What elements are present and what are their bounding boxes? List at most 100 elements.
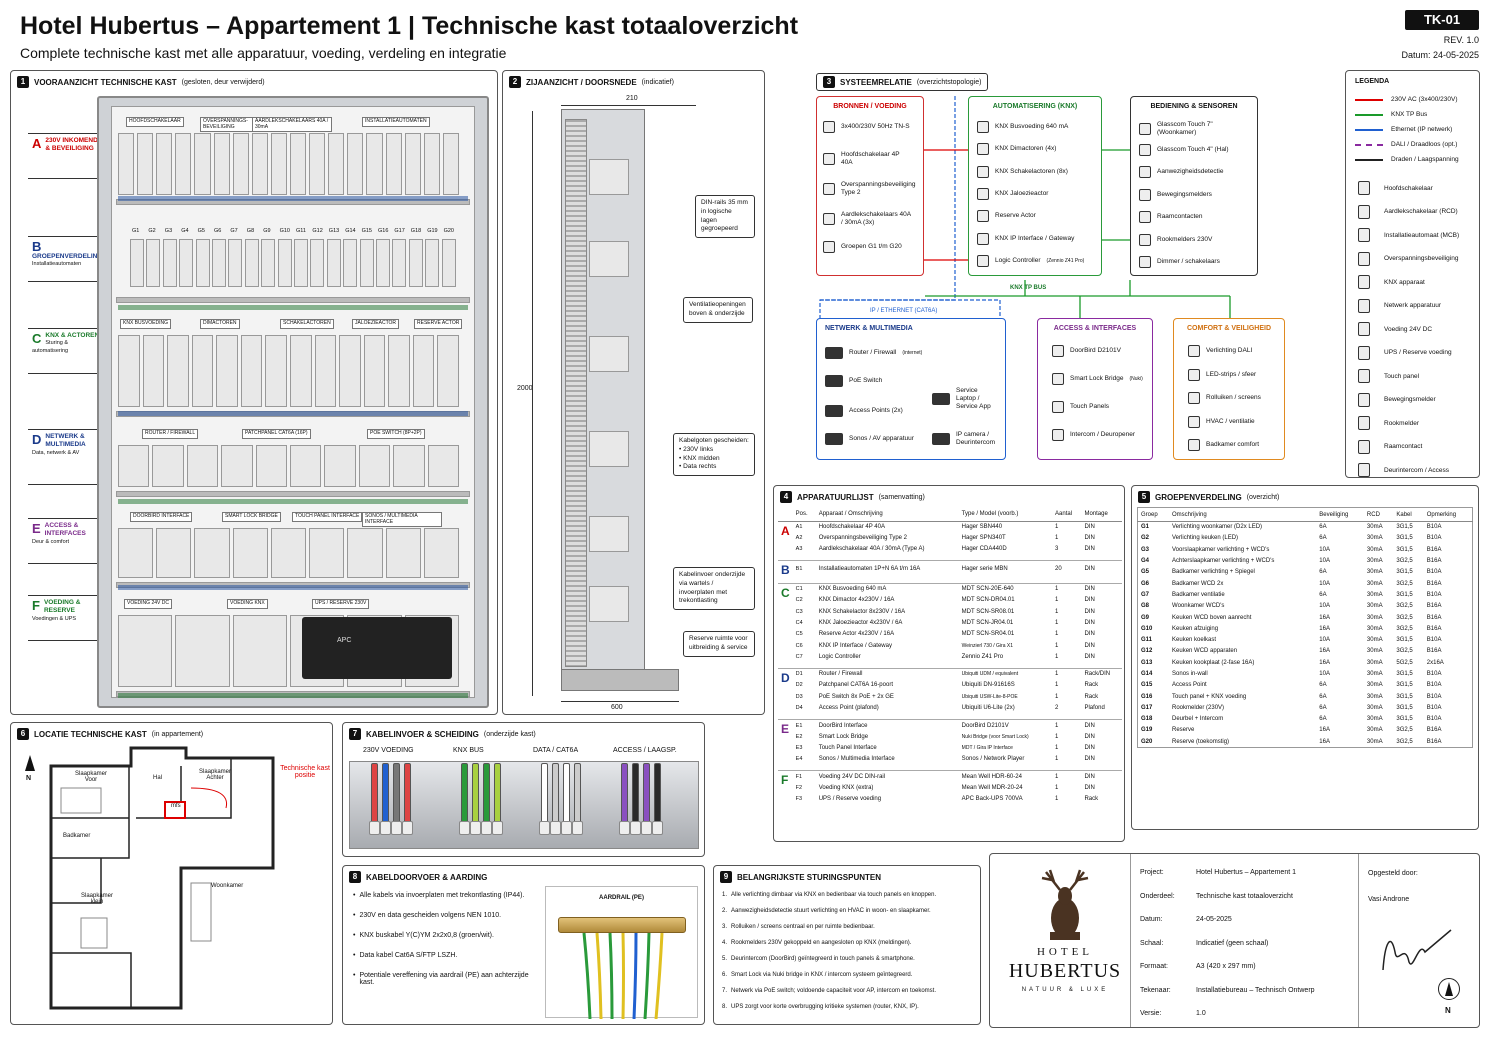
table-cell: G9 xyxy=(1141,614,1150,621)
com-device-icon xyxy=(1188,439,1200,451)
tb-field-label: Versie: xyxy=(1140,1010,1162,1017)
table-cell: 16A xyxy=(1319,614,1330,621)
net-item-label: Router / Firewall xyxy=(849,349,897,357)
legend-line-swatch xyxy=(1355,143,1383,146)
device-module xyxy=(388,335,410,407)
category-subtitle: Data, netwerk & AV xyxy=(32,449,80,456)
author-label: Opgesteld door: xyxy=(1368,870,1418,877)
group-label: G8 xyxy=(246,228,255,234)
table-cell: B10A xyxy=(1426,591,1442,598)
table-cell: 1 xyxy=(1055,722,1059,729)
bed-device-icon xyxy=(1139,233,1151,246)
category-subtitle: Voedingen & UPS xyxy=(32,615,77,622)
table-cell: G1 xyxy=(1141,524,1150,531)
device-module xyxy=(290,335,312,407)
table-cell: 30mA xyxy=(1366,738,1383,745)
legend-icon-item: Touch panel xyxy=(1358,369,1419,383)
cabinet-label: AARDLEKSCHAKELAARS 40A / 30mA xyxy=(252,117,332,132)
tb-field-value: 24-05-2025 xyxy=(1196,916,1232,923)
table-cell: F3 xyxy=(795,796,803,803)
legend-line-swatch xyxy=(1355,113,1383,116)
category-title: 230V INKOMEND & BEVEILIGING xyxy=(45,137,98,153)
group-label: G7 xyxy=(230,228,238,234)
bed-device-icon xyxy=(1139,166,1151,178)
table-cell: Access Point (plafond) xyxy=(818,705,879,711)
table-cell: DIN xyxy=(1084,653,1095,660)
net-item: Access Points (2x) xyxy=(825,405,903,417)
table-cell: Rack xyxy=(1084,796,1099,803)
legend-icon-item: Installatieautomaat (MCB) xyxy=(1358,228,1459,242)
ground-wire xyxy=(654,933,664,1019)
cable xyxy=(472,763,479,823)
group-label: G1 xyxy=(132,228,140,234)
bronnen-device-icon xyxy=(823,182,835,195)
table-cell: 3G1,5 xyxy=(1396,693,1413,700)
table-cell: 30mA xyxy=(1366,682,1383,689)
bed-item-label: Rookmelders 230V xyxy=(1157,235,1213,243)
bullet: • xyxy=(353,932,356,939)
device-module xyxy=(118,528,154,578)
panel-title: GROEPENVERDELING xyxy=(1155,492,1242,502)
legend-icon-item: Overspanningsbeveiliging xyxy=(1358,251,1458,266)
knx-bus-label: KNX TP BUS xyxy=(1010,285,1047,291)
table-cell: G15 xyxy=(1141,682,1153,689)
table-cell: G7 xyxy=(1141,591,1150,598)
ground-wire xyxy=(608,933,614,1019)
table-cell: B16A xyxy=(1426,648,1442,655)
table-cell: 10A xyxy=(1319,637,1330,644)
table-cell: 30mA xyxy=(1366,603,1383,610)
table-cell: C3 xyxy=(795,608,803,615)
note-line: • KNX midden xyxy=(679,454,720,462)
table-cell: G2 xyxy=(1141,535,1150,542)
com-item: LED-strips / sfeer xyxy=(1188,368,1256,381)
signature-image xyxy=(1382,929,1452,971)
device-module xyxy=(328,133,345,195)
acc-device-icon xyxy=(1052,401,1064,413)
table-cell: 1 xyxy=(1055,642,1059,649)
bronnen-item: 3x400/230V 50Hz TN-S xyxy=(823,121,910,133)
table-cell: 30mA xyxy=(1366,546,1383,553)
table-cell: Router / Firewall xyxy=(818,671,863,678)
cable xyxy=(404,763,411,823)
table-cell: 3G1,5 xyxy=(1396,682,1413,689)
legend-icon-label: KNX apparaat xyxy=(1384,278,1425,286)
side-module xyxy=(589,586,629,622)
mcb-module xyxy=(277,239,292,287)
grounding-wires xyxy=(582,933,664,1019)
table-cell: B10A xyxy=(1426,569,1442,576)
dimension-height: 2000 xyxy=(517,385,533,392)
device-module xyxy=(412,335,435,407)
panel-subtitle: (samenvatting) xyxy=(878,493,925,501)
mcb-module xyxy=(310,239,325,287)
bed-item: Aanwezigheidsdetectie xyxy=(1139,166,1224,178)
tb-field-value: 1.0 xyxy=(1196,1010,1206,1017)
wire-bundle xyxy=(118,411,468,416)
bronnen-item-label: Aardlekschakelaars 40A / 30mA (3x) xyxy=(841,211,911,226)
control-point-number: 1. xyxy=(722,892,728,898)
table-cell: Voeding KNX (extra) xyxy=(818,784,874,791)
table-cell: 10A xyxy=(1319,671,1330,677)
panel-title: SYSTEEMRELATIE xyxy=(840,77,912,87)
knx-item-label: KNX Dimactoren (4x) xyxy=(995,145,1057,153)
bed-item-label: Bewegingsmelders xyxy=(1157,190,1212,198)
net-item: PoE Switch xyxy=(825,375,882,387)
north-label: N xyxy=(26,775,32,782)
net-item: Sonos / AV apparatuur xyxy=(825,433,914,445)
knx-item-label: KNX Schakelactoren (8x) xyxy=(995,167,1068,175)
category-title: KNX & ACTOREN xyxy=(45,332,100,339)
legend-line-label: KNX TP Bus xyxy=(1391,111,1428,118)
table-cell: C7 xyxy=(795,653,803,660)
table-cell: 30mA xyxy=(1366,625,1383,632)
deer-logo-icon xyxy=(1041,869,1089,940)
group-label: G12 xyxy=(312,228,323,234)
control-point: 4.Rookmelders 230V gekoppeld en aangeslo… xyxy=(722,940,978,946)
control-point: 8.UPS zorgt voor korte overbrugging krit… xyxy=(722,1004,978,1010)
control-point-text: Netwerk via PoE switch; voldoende capaci… xyxy=(731,988,937,994)
